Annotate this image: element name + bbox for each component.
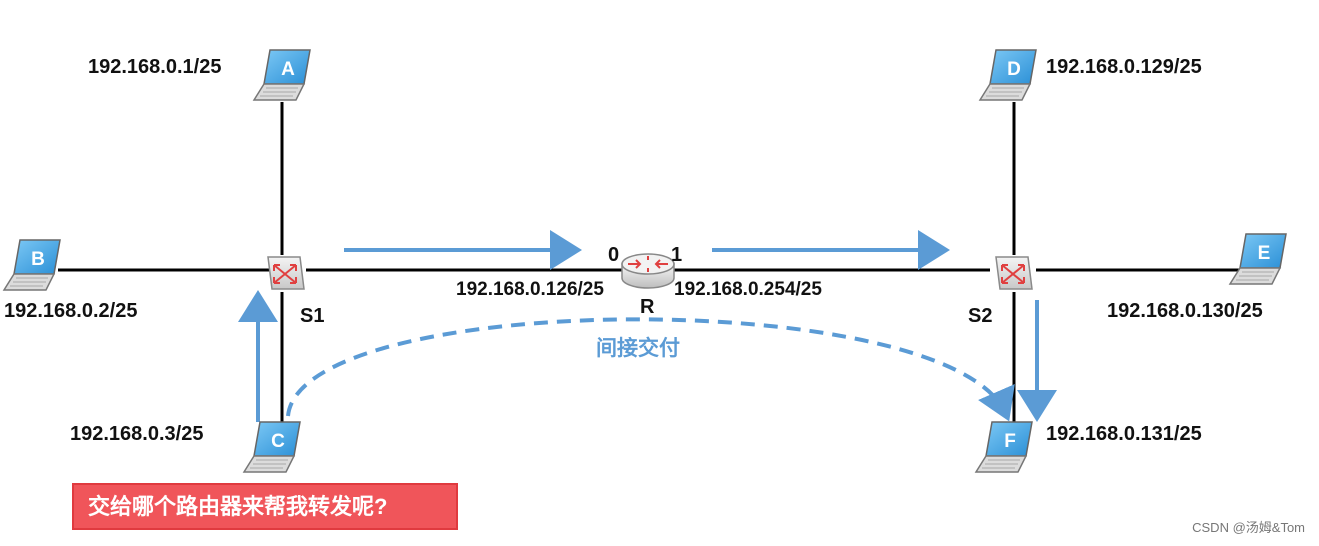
router-if1-ip: 192.168.0.254/25 <box>674 279 822 300</box>
host-c-laptop[interactable]: C <box>242 421 301 473</box>
switch-s2-label: S2 <box>968 305 993 327</box>
host-a-laptop[interactable]: A <box>252 49 311 101</box>
host-c-ip: 192.168.0.3/25 <box>70 423 204 445</box>
host-d-label: D <box>1007 59 1021 80</box>
router-top <box>621 253 675 275</box>
host-b-label: B <box>31 249 45 270</box>
question-callout: 交给哪个路由器来帮我转发呢? <box>72 483 458 530</box>
laptop-keys <box>260 87 298 97</box>
host-f-laptop[interactable]: F <box>974 421 1033 473</box>
links <box>58 102 1250 425</box>
router-if0-ip: 192.168.0.126/25 <box>456 279 604 300</box>
router-r[interactable] <box>621 253 675 289</box>
host-a-label: A <box>281 59 295 80</box>
switch-s2[interactable] <box>995 256 1033 290</box>
host-f-label: F <box>1004 431 1016 452</box>
host-e-ip: 192.168.0.130/25 <box>1107 300 1263 322</box>
host-f-ip: 192.168.0.131/25 <box>1046 423 1202 445</box>
host-d-laptop[interactable]: D <box>978 49 1037 101</box>
host-e-laptop[interactable]: E <box>1228 233 1287 285</box>
host-a-ip: 192.168.0.1/25 <box>88 56 222 78</box>
host-b-ip: 192.168.0.2/25 <box>4 300 138 322</box>
switch-s1-label: S1 <box>300 305 325 327</box>
indirect-delivery-label: 间接交付 <box>596 337 680 360</box>
host-b-laptop[interactable]: B <box>2 239 61 291</box>
watermark: CSDN @汤姆&Tom <box>1192 520 1305 535</box>
router-label: R <box>640 296 655 318</box>
flow-arrows <box>238 230 1057 422</box>
laptop-keys <box>10 277 48 287</box>
laptop-keys <box>250 459 288 469</box>
laptop-keys <box>1236 271 1274 281</box>
host-e-label: E <box>1258 243 1271 264</box>
arrow-indirect-delivery <box>286 317 1015 422</box>
router-port-1: 1 <box>671 244 683 266</box>
host-d-ip: 192.168.0.129/25 <box>1046 56 1202 78</box>
switch-arrows-icon <box>273 264 297 284</box>
switch-s1[interactable] <box>267 256 305 290</box>
laptop-keys <box>982 459 1020 469</box>
router-arrows-icon <box>628 256 668 272</box>
host-c-label: C <box>271 431 285 452</box>
router-port-0: 0 <box>608 244 620 266</box>
laptop-keys <box>986 87 1024 97</box>
hosts: A B C D E F <box>2 49 1287 473</box>
switch-arrows-icon <box>1001 264 1025 284</box>
